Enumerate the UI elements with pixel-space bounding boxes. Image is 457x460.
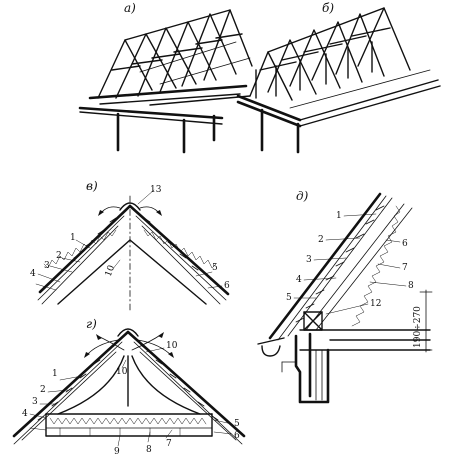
v-callout-4: 4 (30, 269, 36, 279)
v-callout-1: 1 (70, 233, 76, 243)
g-callout-10-centre: 10 (116, 367, 128, 377)
g-callout-10-top: 10 (166, 341, 178, 351)
d-callout-6: 6 (402, 239, 408, 249)
panel-v-letter: в) (86, 179, 98, 193)
d-callout-2: 2 (318, 235, 324, 245)
g-callout-3: 3 (32, 397, 38, 407)
d-callout-3: 3 (306, 255, 312, 265)
panel-v-ridge-section: в) (30, 179, 230, 313)
g-callout-2: 2 (40, 385, 46, 395)
g-callout-4: 4 (22, 409, 28, 419)
v-callout-13: 13 (150, 185, 162, 195)
d-callout-5: 5 (286, 293, 292, 303)
panel-b-letter: б) (322, 1, 334, 15)
g-callout-1: 1 (52, 369, 58, 379)
d-callout-7: 7 (402, 263, 408, 273)
v-callout-6: 6 (224, 281, 230, 291)
d-callout-12: 12 (370, 299, 381, 309)
d-dimension-height: 190÷270 (413, 306, 423, 348)
v-callout-5: 5 (212, 263, 218, 273)
panel-b-attic-roof: б) (236, 1, 441, 154)
panel-a-truss-roof: а) (78, 1, 253, 154)
g-callout-6: 6 (234, 431, 240, 441)
g-callout-5: 5 (234, 419, 240, 429)
g-callout-9: 9 (114, 447, 120, 457)
v-callout-2: 2 (56, 251, 62, 261)
panel-a-letter: а) (124, 1, 136, 15)
panel-g-attic-ridge-section: г) (12, 317, 246, 457)
v-callout-10: 10 (104, 264, 117, 278)
d-callout-4: 4 (296, 275, 302, 285)
g-callout-8: 8 (146, 445, 152, 455)
g-callout-7: 7 (166, 439, 172, 449)
panel-d-eaves-section: д) (257, 189, 433, 404)
d-callout-8: 8 (408, 281, 414, 291)
panel-g-letter: г) (86, 317, 97, 331)
v-callout-3: 3 (44, 261, 50, 271)
panel-d-letter: д) (296, 189, 309, 203)
d-callout-1: 1 (336, 211, 342, 221)
